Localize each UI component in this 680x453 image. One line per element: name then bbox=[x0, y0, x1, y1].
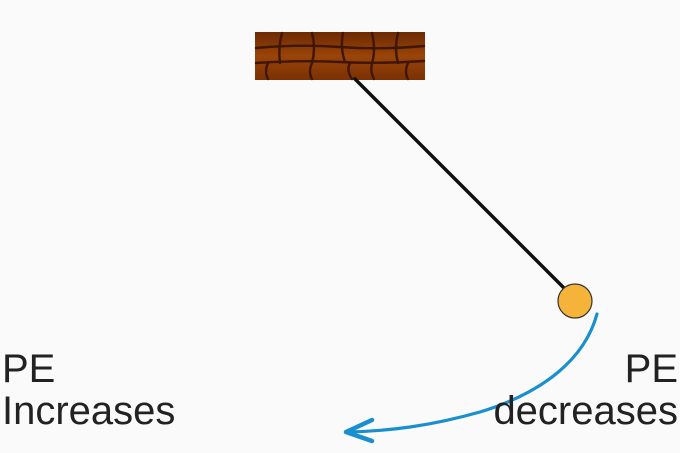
curved-arrow-icon bbox=[343, 312, 599, 444]
pe-increases-line2: Increases bbox=[2, 389, 176, 434]
pe-decreases-line1: PE bbox=[624, 347, 678, 391]
pe-decreases-line2: decreases bbox=[493, 389, 678, 434]
pe-decreases-label: PE decreases bbox=[493, 348, 678, 433]
pendulum-bob-icon bbox=[557, 283, 593, 319]
pe-increases-line1: PE bbox=[2, 347, 56, 391]
pendulum-string bbox=[353, 77, 568, 292]
pe-increases-label: PE Increases bbox=[2, 348, 175, 433]
brick-support-icon bbox=[254, 31, 426, 81]
